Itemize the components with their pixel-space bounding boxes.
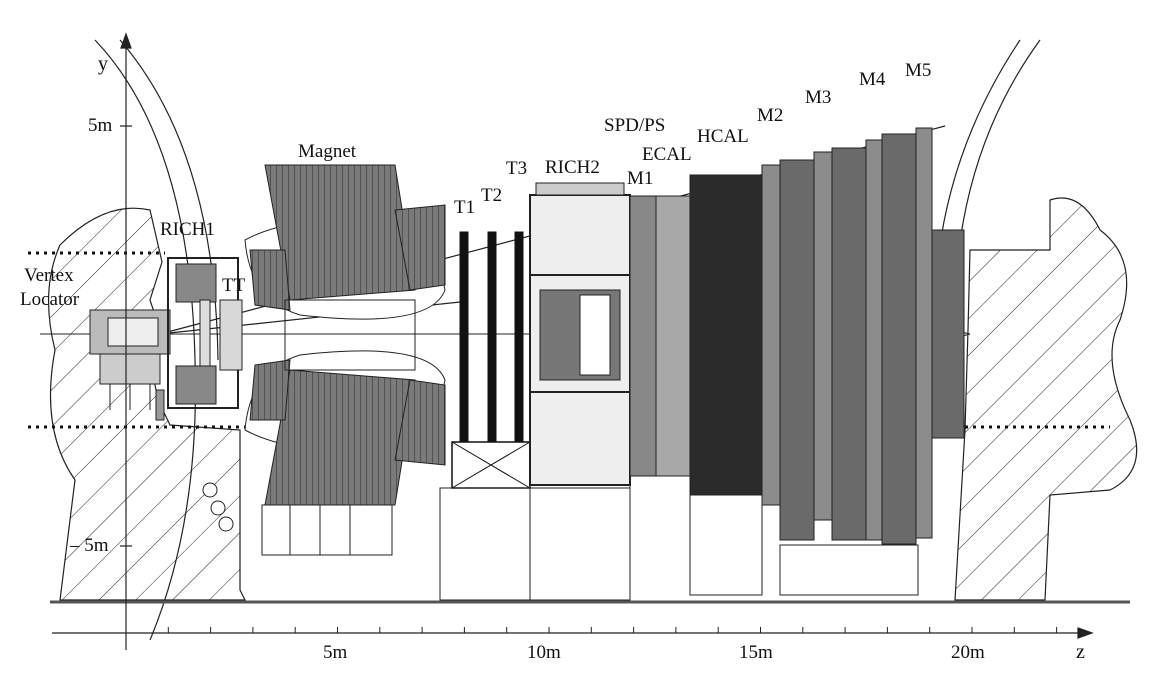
magnet (244, 164, 446, 556)
z-axis-ticks (167, 627, 1058, 633)
label-vertex-locator-line1: Vertex (24, 265, 74, 286)
z-tick-20m: 20m (951, 642, 985, 663)
label-magnet: Magnet (298, 141, 357, 162)
support-block (439, 487, 631, 601)
label-m4: M4 (859, 69, 886, 90)
tt-station (219, 299, 243, 371)
muon-stations (761, 127, 965, 596)
left-wall-holes (202, 482, 234, 532)
right-shield-wall (954, 197, 1138, 601)
label-t2: T2 (481, 185, 503, 206)
y-axis-label: y (98, 53, 108, 75)
z-tick-5m: 5m (323, 642, 348, 663)
z-tick-10m: 10m (527, 642, 561, 663)
label-hcal: HCAL (697, 126, 749, 147)
label-rich2: RICH2 (545, 157, 600, 178)
label-m5: M5 (905, 60, 932, 81)
z-tick-15m: 15m (739, 642, 773, 663)
tracking-stations (451, 231, 531, 489)
z-axis-label: z (1076, 641, 1085, 663)
label-vertex-locator-line2: Locator (20, 289, 80, 310)
rich1-detector (167, 257, 239, 409)
y-tick-minus-5m: – 5m (70, 535, 109, 556)
label-tt: TT (222, 275, 246, 296)
rich2-detector (529, 182, 631, 601)
label-m2: M2 (757, 105, 784, 126)
label-m1: M1 (627, 168, 654, 189)
vertex-locator (89, 309, 171, 421)
shield-boundary-lines (28, 251, 1110, 429)
y-tick-5m: 5m (88, 115, 113, 136)
label-t1: T1 (454, 197, 476, 218)
label-spd-ps: SPD/PS (604, 115, 666, 136)
label-t3: T3 (506, 158, 528, 179)
label-m3: M3 (805, 87, 832, 108)
label-rich1: RICH1 (160, 219, 215, 240)
label-ecal: ECAL (642, 144, 692, 165)
axes (52, 32, 1094, 650)
calorimeters (629, 174, 763, 596)
